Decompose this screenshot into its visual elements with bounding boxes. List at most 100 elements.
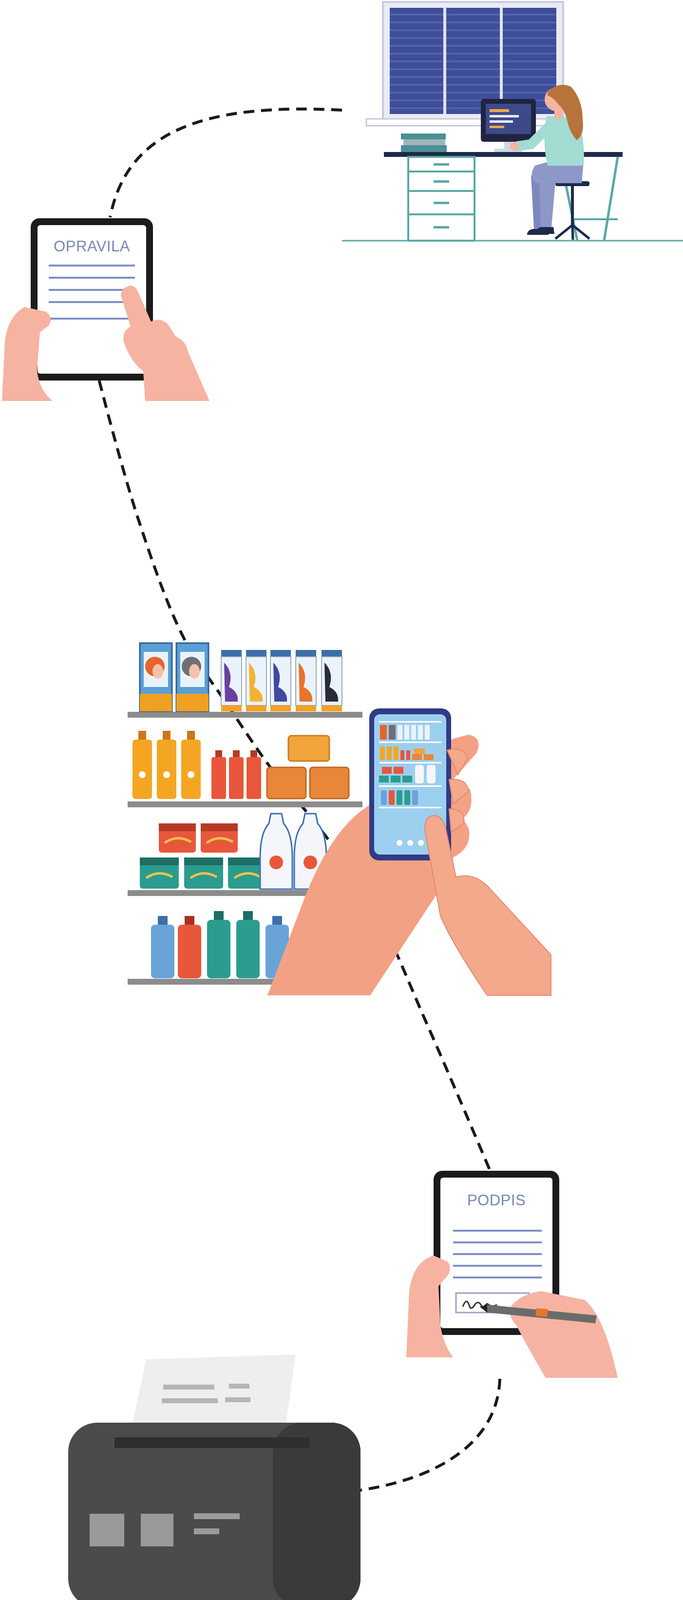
store-shelf: [232, 750, 240, 758]
office-scene: [403, 139, 446, 146]
smartphone: [412, 790, 418, 805]
smartphone: [390, 775, 401, 783]
store-shelf: [269, 855, 284, 870]
store-shelf: [246, 656, 267, 706]
store-shelf: [248, 662, 263, 702]
office-scene: [389, 21, 557, 24]
office-scene: [573, 218, 618, 221]
hand: [406, 1255, 454, 1358]
store-shelf: [132, 739, 152, 799]
smartphone: [424, 724, 430, 740]
store-shelf: [211, 757, 227, 799]
office-scene: [408, 156, 475, 241]
pen: [479, 1304, 597, 1324]
smartphone: [381, 766, 392, 774]
store-shelf: [321, 705, 342, 712]
tablet-device: [48, 317, 135, 320]
receipt-printer: [114, 1437, 310, 1448]
store-shelf: [224, 662, 238, 702]
tablet-device: [453, 1230, 542, 1278]
store-shelf: [243, 910, 253, 920]
hand: [120, 285, 210, 401]
hand: [1, 306, 53, 401]
smartphone: [396, 839, 403, 846]
store-shelf: [151, 924, 175, 979]
office-scene: [341, 240, 683, 242]
store-shelf: [270, 705, 291, 712]
office-scene: [389, 68, 557, 71]
smartphone: [379, 775, 389, 783]
office-scene: [433, 180, 450, 183]
tablet-screen: PODPIS: [433, 1170, 560, 1335]
smartphone: [379, 785, 442, 787]
store-shelf: [234, 872, 261, 878]
office-scene: [389, 14, 557, 16]
store-shelf: [162, 730, 171, 740]
store-shelf: [163, 771, 171, 778]
store-shelf: [158, 823, 196, 832]
store-shelf: [309, 767, 349, 799]
office-scene: [570, 186, 574, 226]
hand: [449, 779, 469, 805]
store-shelf: [176, 693, 209, 712]
tablet-device: [48, 288, 135, 291]
office-scene: [382, 1, 564, 121]
office-scene: [547, 84, 584, 141]
office-scene: [572, 225, 590, 239]
store-shelf: [228, 757, 244, 799]
store-shelf: [181, 739, 201, 799]
smartphone: [396, 790, 403, 805]
smartphone: [386, 746, 392, 760]
smartphone: [379, 720, 442, 723]
hand: [406, 1255, 618, 1378]
office-scene: [389, 7, 557, 114]
store-shelf: [270, 656, 291, 706]
store-shelf: [139, 693, 172, 712]
office-scene: [443, 7, 447, 114]
receipt-printer: [272, 1422, 361, 1600]
store-shelf: [295, 649, 317, 657]
store-shelf: [127, 711, 363, 718]
office-scene: [408, 189, 475, 192]
office-scene: [433, 226, 450, 229]
smartphone: [415, 764, 424, 784]
office-scene: [366, 118, 571, 126]
store-shelf: [184, 857, 224, 889]
store-shelf: [180, 651, 205, 687]
smartphone: [417, 839, 424, 846]
store-shelf: [272, 915, 283, 925]
store-shelf: [288, 735, 330, 761]
store-shelf: [184, 915, 195, 925]
smartphone: [397, 724, 403, 740]
store-shelf: [270, 649, 291, 657]
receipt-printer: [163, 1384, 215, 1390]
store-shelf: [139, 643, 172, 712]
store-shelf: [266, 767, 306, 799]
store-shelf: [177, 924, 202, 979]
store-shelf: [246, 705, 267, 712]
office-scene: [433, 163, 450, 166]
smartphone: [379, 741, 442, 743]
office-scene: [389, 76, 557, 78]
tablet-device: [453, 1276, 542, 1279]
office-scene: [572, 225, 573, 240]
store-shelf: [303, 855, 318, 870]
smartphone: [393, 746, 399, 760]
store-shelf: [127, 801, 363, 808]
store-shelf: [143, 651, 169, 687]
smartphone: [411, 724, 417, 740]
office-scene: [499, 7, 503, 114]
store-shelf: [156, 739, 177, 799]
hand: [424, 748, 551, 996]
tablet-device: [453, 1264, 542, 1267]
dashed-path: [110, 109, 342, 218]
store-shelf: [236, 919, 260, 979]
office-scene: [604, 156, 618, 241]
store-shelf: [295, 705, 317, 712]
office-scene: [433, 201, 450, 205]
dashed-connector: [99, 380, 491, 1171]
smartphone: [404, 724, 410, 740]
tablet-screen: OPRAVILA: [30, 218, 153, 381]
screen-heading: PODPIS: [467, 1191, 526, 1210]
